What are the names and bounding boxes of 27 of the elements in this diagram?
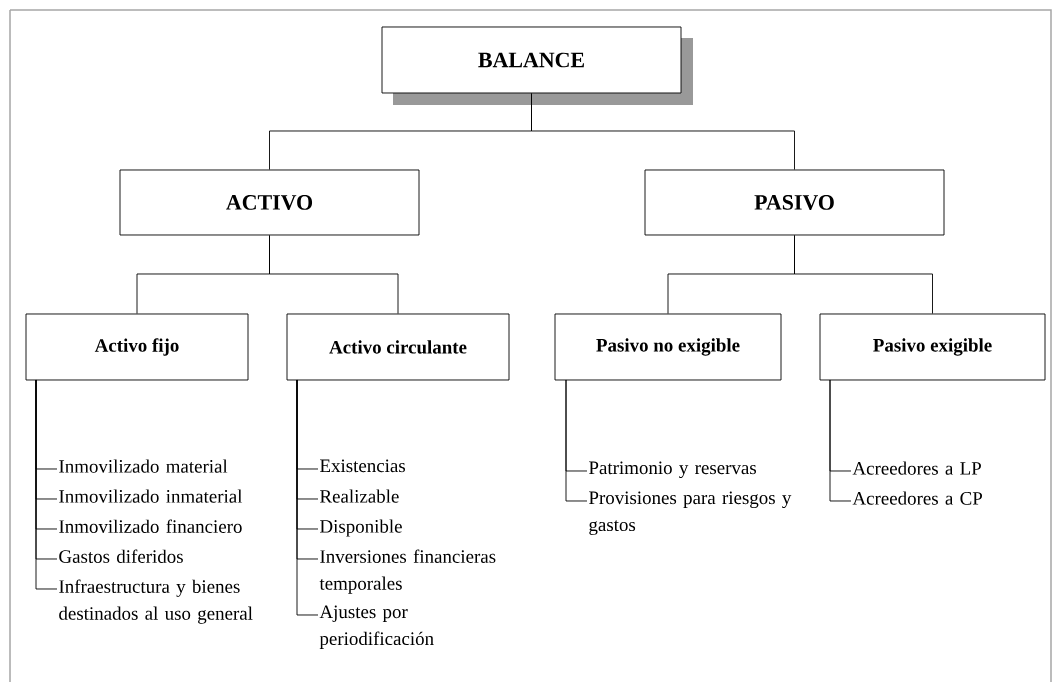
- category-box: Pasivo no exigible: [554, 313, 782, 381]
- connector-line: [269, 235, 399, 314]
- item-text: Disponible: [320, 519, 402, 537]
- item-text: Existencias: [320, 459, 405, 473]
- item-text: Inmovilizado inmaterial: [59, 489, 243, 503]
- item-text: Acreedores a LP: [852, 461, 981, 475]
- item-text: Infraestructura y bienes destinados al uso general: [59, 579, 253, 624]
- item-text: Inmovilizado material: [59, 459, 228, 473]
- connector-line: [531, 93, 795, 170]
- connector-line: [565, 379, 588, 502]
- category-box: Activo circulante: [286, 313, 510, 381]
- category-box: BALANCE: [381, 26, 693, 105]
- connector-line: [296, 379, 319, 616]
- item-text: Gastos diferidos: [59, 549, 183, 563]
- category-box: ACTIVO: [119, 169, 420, 236]
- connector-line: [829, 379, 852, 502]
- item-text: Ajustes por periodificación: [319, 605, 434, 649]
- category-box: Pasivo exigible: [819, 313, 1046, 381]
- item-text: Acreedores a CP: [852, 491, 983, 505]
- category-box: PASIVO: [644, 169, 945, 236]
- item-text: Patrimonio y reservas: [589, 461, 756, 479]
- category-box: Activo fijo: [25, 313, 249, 381]
- item-text: Inversiones financieras temporales: [319, 549, 496, 594]
- item-text: Inmovilizado financiero: [59, 519, 242, 533]
- item-text: Realizable: [320, 489, 399, 503]
- connector-line: [794, 235, 933, 314]
- item-text: Provisiones para riesgos y gastos: [589, 491, 792, 535]
